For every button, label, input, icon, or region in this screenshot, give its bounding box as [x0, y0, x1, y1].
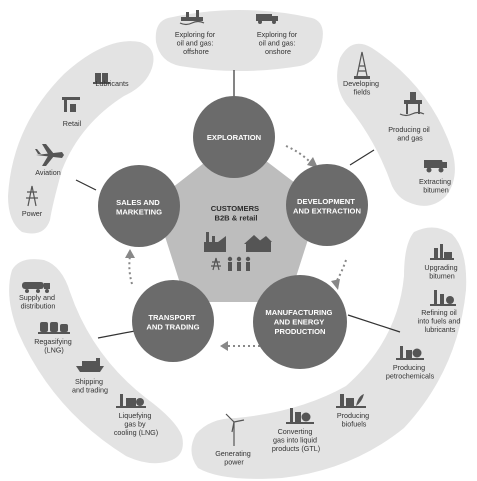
arrow-development-manufacturing: [335, 259, 347, 283]
production-platform-icon: [399, 92, 425, 117]
wind-turbine-icon: [225, 413, 245, 446]
fuel-station-icon: [62, 97, 80, 112]
survey-truck-icon: [256, 14, 278, 24]
label-petrochemicals: Producing petrochemicals: [386, 363, 435, 381]
stage-label-exploration: EXPLORATION: [207, 133, 261, 142]
tanker-truck-icon: [22, 282, 50, 293]
label-lubricants: Lubricants: [95, 79, 129, 88]
stage-manufacturing-circle: [253, 275, 347, 369]
airplane-icon: [35, 144, 64, 166]
tanker-ship-icon: [76, 358, 104, 372]
arrow-head-transport: [220, 341, 228, 351]
retail-houses-icon: [244, 235, 272, 252]
chemical-plant-icon: [396, 346, 424, 360]
band-sales: [8, 41, 154, 234]
customers-pentagon: [154, 138, 320, 302]
label-power-gen: Generating power: [215, 449, 253, 467]
arrow-head-development: [307, 157, 318, 168]
label-power: Power: [22, 209, 43, 218]
cycle-arrows: [128, 145, 347, 347]
connector-development: [349, 149, 375, 166]
stage-circles: [98, 96, 368, 369]
power-pylon-icon: [26, 185, 38, 207]
lng-plant-icon: [116, 394, 146, 408]
band-manufacturing: [191, 227, 467, 479]
label-retail: Retail: [63, 119, 82, 128]
consumers-people-icon: [227, 256, 251, 271]
label-shipping: Shipping and trading: [72, 377, 108, 395]
stage-label-manufacturing: MANUFACTURING AND ENERGY PRODUCTION: [265, 308, 334, 336]
label-biofuels: Producing biofuels: [337, 411, 371, 429]
b2b-factory-icon: [204, 232, 226, 252]
label-developing-fields: Developing fields: [343, 79, 381, 97]
stage-transport-circle: [132, 280, 214, 362]
label-gtl: Converting gas into liquid products (GTL…: [272, 427, 320, 453]
connector-manufacturing: [347, 314, 401, 333]
connector-transport: [97, 329, 141, 339]
label-regasifying: Regasifying (LNG): [34, 337, 74, 355]
label-onshore: Exploring for oil and gas: onshore: [257, 30, 299, 56]
offshore-rig-icon: [179, 10, 205, 26]
arrow-head-sales: [125, 249, 135, 258]
oil-can-icon: [93, 73, 110, 84]
label-offshore: Exploring for oil and gas: offshore: [175, 30, 217, 56]
label-supply: Supply and distribution: [19, 293, 57, 311]
regas-tanks-icon: [38, 322, 70, 334]
customers-label: CUSTOMERS B2B & retail: [211, 204, 262, 223]
upgrader-icon: [430, 244, 454, 260]
label-producing: Producing oil and gas: [388, 125, 432, 143]
dump-truck-icon: [424, 160, 447, 173]
band-exploration: [155, 10, 323, 71]
connector-sales: [75, 179, 97, 191]
stage-label-sales: SALES AND MARKETING: [116, 198, 162, 217]
stage-exploration-circle: [193, 96, 275, 178]
gtl-plant-icon: [286, 408, 314, 424]
drilling-derrick-icon: [354, 51, 370, 79]
power-pylon-small-icon: [211, 257, 221, 271]
label-aviation: Aviation: [35, 168, 60, 177]
stage-label-development: DEVELOPMENT AND EXTRACTION: [293, 197, 361, 216]
label-upgrading: Upgrading bitumen: [424, 263, 459, 281]
label-bitumen: Extracting bitumen: [419, 177, 453, 195]
arrow-heads: [125, 157, 340, 351]
stage-label-transport: TRANSPORT AND TRADING: [146, 313, 199, 332]
stage-development-circle: [286, 164, 368, 246]
arrow-exploration-development: [285, 145, 311, 163]
connector-lines: [75, 70, 401, 339]
biofuel-plant-icon: [336, 394, 366, 408]
arrow-head-manufacturing: [331, 279, 340, 290]
stage-sales-circle: [98, 165, 180, 247]
label-refining: Refining oil into fuels and lubricants: [418, 308, 463, 334]
arrow-transport-sales: [128, 255, 133, 285]
label-liquefying: Liquefying gas by cooling (LNG): [114, 411, 158, 437]
refinery-icon: [430, 290, 456, 306]
